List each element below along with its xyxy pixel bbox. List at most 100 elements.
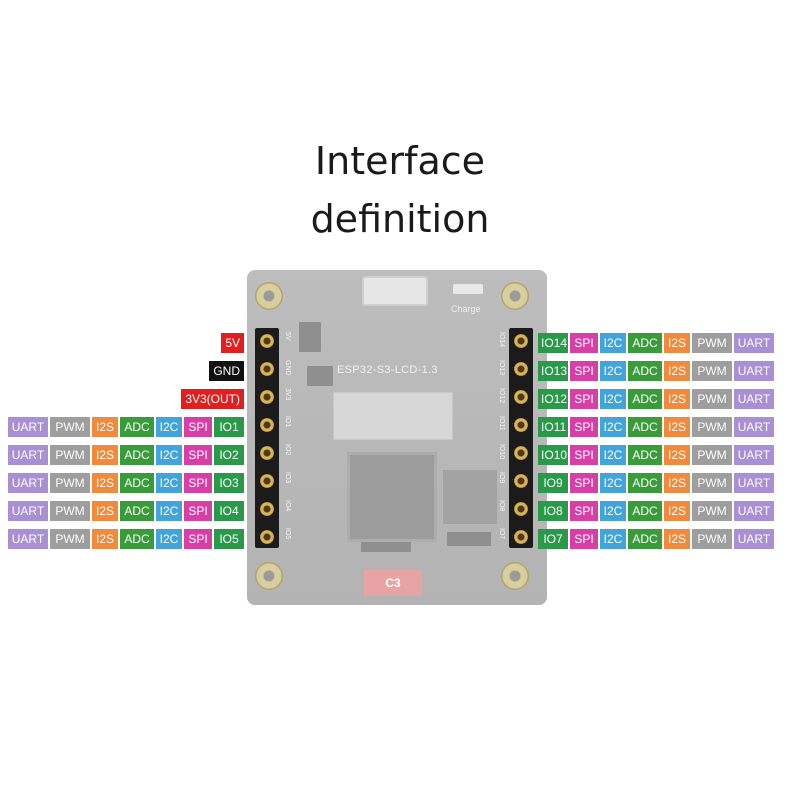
function-tag-pwm: PWM (692, 417, 732, 437)
io-label: IO3 (214, 473, 244, 493)
function-tag-adc: ADC (120, 501, 154, 521)
function-tag-uart: UART (734, 529, 774, 549)
function-tag-spi: SPI (184, 445, 212, 465)
flash-chip (443, 470, 497, 524)
io-label: IO9 (538, 473, 568, 493)
function-tag-adc: ADC (628, 445, 662, 465)
function-tag-i2c: I2C (156, 445, 182, 465)
header-pin-icon (514, 418, 528, 432)
function-tag-i2s: I2S (92, 529, 118, 549)
function-tag-i2s: I2S (664, 417, 690, 437)
silkscreen-label: IO11 (498, 416, 505, 431)
smd-component (361, 542, 411, 552)
header-pin-icon (514, 474, 528, 488)
mounting-hole-icon (255, 562, 283, 590)
function-tag-adc: ADC (628, 501, 662, 521)
function-tag-i2c: I2C (600, 361, 626, 381)
function-tag-pwm: PWM (50, 529, 90, 549)
function-tag-spi: SPI (570, 389, 598, 409)
charge-led (453, 284, 483, 294)
silkscreen-label: GND (284, 360, 291, 376)
function-tag-pwm: PWM (50, 445, 90, 465)
io-label: IO13 (538, 361, 568, 381)
function-tag-uart: UART (8, 501, 48, 521)
function-tag-uart: UART (734, 473, 774, 493)
function-tag-adc: ADC (628, 389, 662, 409)
function-tag-uart: UART (734, 501, 774, 521)
header-pin-icon (260, 418, 274, 432)
function-tag-adc: ADC (628, 529, 662, 549)
function-tag-pwm: PWM (692, 473, 732, 493)
silkscreen-label: IO8 (498, 500, 505, 512)
function-tag-uart: UART (8, 417, 48, 437)
io-label: IO14 (538, 333, 568, 353)
header-pin-icon (260, 530, 274, 544)
function-tag-adc: ADC (628, 333, 662, 353)
function-tag-i2c: I2C (600, 389, 626, 409)
function-tag-spi: SPI (570, 361, 598, 381)
header-pin-icon (260, 362, 274, 376)
function-tag-spi: SPI (570, 333, 598, 353)
io-label: IO12 (538, 389, 568, 409)
io-label: IO8 (538, 501, 568, 521)
header-pin-icon (514, 334, 528, 348)
power-label-gnd: GND (209, 361, 244, 381)
header-pin-icon (260, 334, 274, 348)
io-label: IO2 (214, 445, 244, 465)
silkscreen-label: IO2 (284, 444, 291, 456)
function-tag-pwm: PWM (692, 333, 732, 353)
mounting-hole-icon (501, 562, 529, 590)
function-tag-uart: UART (734, 417, 774, 437)
smd-component (299, 322, 321, 352)
io-label: IO11 (538, 417, 568, 437)
board-name: ESP32-S3-LCD-1.3 (337, 364, 438, 376)
function-tag-uart: UART (734, 445, 774, 465)
smd-component (447, 532, 491, 546)
battery-connector (362, 276, 428, 306)
function-tag-pwm: PWM (692, 361, 732, 381)
function-tag-i2c: I2C (600, 501, 626, 521)
io-label: IO7 (538, 529, 568, 549)
c3-label: C3 (364, 570, 422, 596)
function-tag-pwm: PWM (692, 389, 732, 409)
function-tag-i2c: I2C (156, 529, 182, 549)
silkscreen-label: IO9 (498, 472, 505, 484)
function-tag-i2s: I2S (664, 333, 690, 353)
function-tag-i2s: I2S (92, 473, 118, 493)
function-tag-pwm: PWM (692, 529, 732, 549)
function-tag-i2c: I2C (156, 473, 182, 493)
smd-component (307, 366, 333, 386)
title-line-2: definition (310, 197, 490, 241)
function-tag-i2c: I2C (600, 445, 626, 465)
header-pin-icon (514, 390, 528, 404)
function-tag-adc: ADC (120, 445, 154, 465)
header-pin-icon (260, 474, 274, 488)
function-tag-pwm: PWM (50, 417, 90, 437)
function-tag-i2c: I2C (600, 417, 626, 437)
header-pin-icon (514, 502, 528, 516)
function-tag-uart: UART (734, 361, 774, 381)
function-tag-uart: UART (8, 445, 48, 465)
mounting-hole-icon (501, 282, 529, 310)
function-tag-adc: ADC (628, 473, 662, 493)
silkscreen-label: IO4 (284, 500, 291, 512)
lcd-connector (333, 392, 453, 440)
function-tag-spi: SPI (570, 417, 598, 437)
function-tag-adc: ADC (628, 361, 662, 381)
silkscreen-label: IO12 (498, 388, 505, 404)
silkscreen-label: IO1 (284, 416, 291, 428)
function-tag-spi: SPI (184, 529, 212, 549)
function-tag-i2s: I2S (664, 473, 690, 493)
power-label-3v3: 3V3(OUT) (181, 389, 244, 409)
esp32-chip (347, 452, 437, 542)
page-title: Interface definition (0, 132, 800, 248)
header-pin-icon (260, 390, 274, 404)
function-tag-spi: SPI (570, 473, 598, 493)
